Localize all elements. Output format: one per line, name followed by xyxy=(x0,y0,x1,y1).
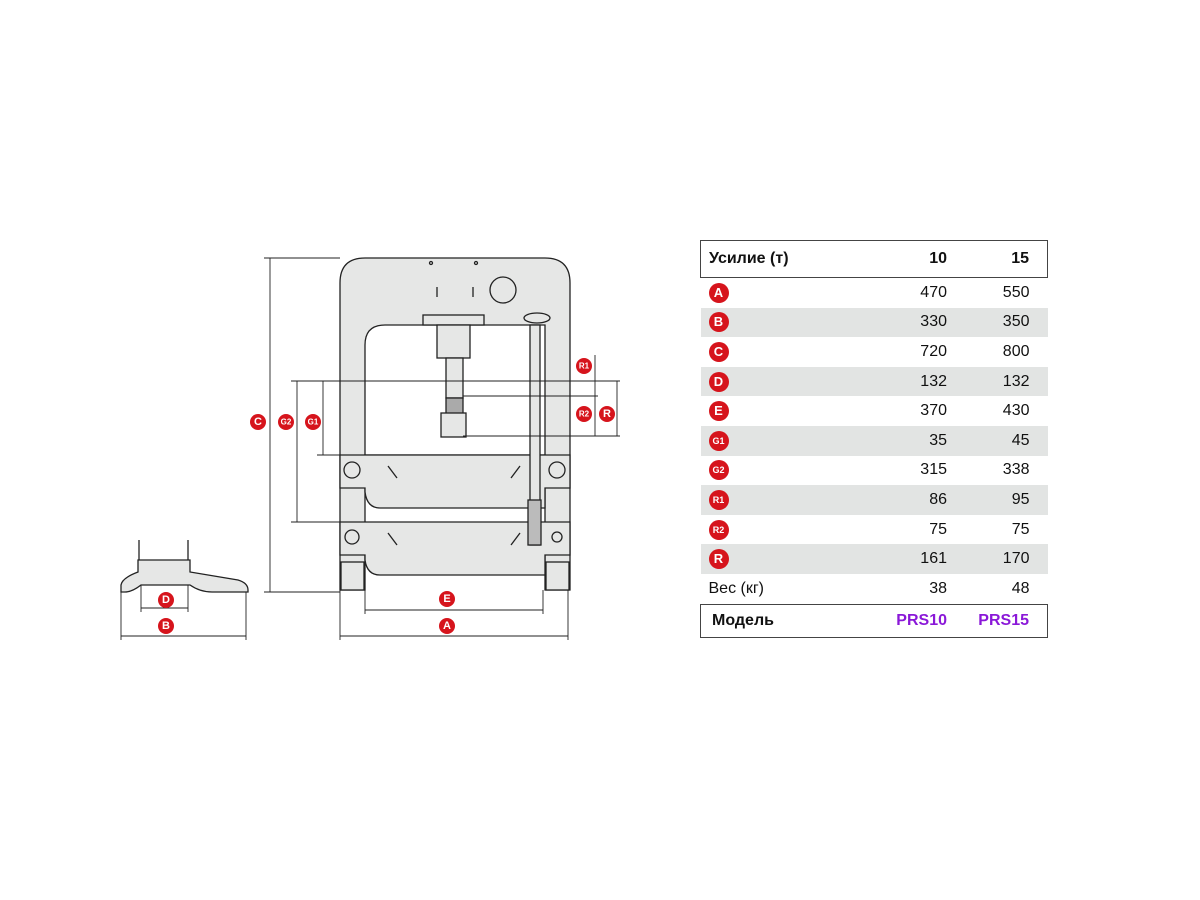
table-row: C 720 800 xyxy=(701,337,1048,367)
row-label: G2 xyxy=(701,456,858,486)
svg-text:G1: G1 xyxy=(308,418,319,427)
svg-text:E: E xyxy=(443,593,450,605)
row-label: B xyxy=(700,307,857,338)
svg-text:D: D xyxy=(162,594,170,606)
value-10t: 35 xyxy=(857,425,947,456)
value-15t: 170 xyxy=(947,544,1048,574)
press-side-view xyxy=(120,540,249,593)
col-header-10: 10 xyxy=(857,240,947,278)
pump-handle xyxy=(523,312,551,546)
value-10t: 370 xyxy=(920,402,947,420)
svg-text:A: A xyxy=(443,620,451,632)
svg-text:G2: G2 xyxy=(281,418,292,427)
dimension-badges: C G2 G1 R1 R2 R E A D B xyxy=(158,358,615,634)
weight-label: Вес (кг) xyxy=(708,579,765,597)
value-15t: 95 xyxy=(947,485,1048,515)
weight-value-1: 38 xyxy=(929,579,947,597)
table-row: R2 75 75 xyxy=(701,515,1048,545)
value-15t: 45 xyxy=(947,425,1048,456)
row-label: D xyxy=(700,366,857,397)
value-10t: 720 xyxy=(920,342,947,360)
value-15t: 350 xyxy=(947,307,1048,338)
row-label: A xyxy=(701,278,858,308)
row-label: R xyxy=(700,544,857,574)
badge-A: A xyxy=(439,618,455,634)
dimension-badge: B xyxy=(708,312,729,333)
badge-C: C xyxy=(250,414,266,430)
dimension-badge: A xyxy=(708,282,729,303)
dimension-badge: E xyxy=(708,401,729,422)
dimension-badge: G2 xyxy=(708,460,729,481)
table-row: E 370 430 xyxy=(701,396,1048,426)
lower-bed xyxy=(339,521,571,576)
value-15t: 338 xyxy=(1002,461,1030,479)
row-label: G1 xyxy=(700,425,857,456)
force-label: Усилие (т) xyxy=(700,240,857,278)
row-label: E xyxy=(701,396,858,426)
weight-value-2: 48 xyxy=(1011,579,1030,597)
value-15t: 800 xyxy=(1002,342,1030,360)
dimension-badge: R2 xyxy=(708,519,729,540)
value-10t: 86 xyxy=(857,485,947,515)
press-front-view xyxy=(339,257,571,591)
table-row: G2 315 338 xyxy=(701,456,1048,486)
dimension-badge: C xyxy=(708,341,729,362)
badge-R1: R1 xyxy=(576,358,592,374)
badge-G2: G2 xyxy=(278,414,294,430)
svg-text:R: R xyxy=(603,408,611,420)
row-label: C xyxy=(701,337,858,367)
value-10t: 75 xyxy=(929,520,947,538)
model-row: Модель PRS10 PRS15 xyxy=(700,603,1048,638)
hydraulic-cylinder xyxy=(422,314,485,438)
value-15t: 75 xyxy=(1011,520,1030,538)
col-header-15: 15 xyxy=(947,240,1048,278)
value-10t: 330 xyxy=(857,307,947,338)
model-value-1: PRS10 xyxy=(857,603,947,638)
badge-R2: R2 xyxy=(576,406,592,422)
badge-D: D xyxy=(158,592,174,608)
svg-text:B: B xyxy=(162,620,170,632)
table-header: Усилие (т) 10 15 xyxy=(700,240,1048,278)
dimension-badge: R1 xyxy=(708,489,729,510)
model-value-2: PRS15 xyxy=(947,603,1048,638)
dimension-lines xyxy=(120,257,620,640)
dimension-badge: D xyxy=(708,371,729,392)
value-10t: 315 xyxy=(920,461,947,479)
dimension-badge: G1 xyxy=(708,430,729,451)
row-label: R2 xyxy=(701,515,858,545)
svg-text:C: C xyxy=(254,416,262,428)
value-10t: 470 xyxy=(920,283,947,301)
value-10t: 132 xyxy=(857,366,947,397)
badge-E: E xyxy=(439,591,455,607)
model-label: Модель xyxy=(700,603,857,638)
value-15t: 430 xyxy=(1002,402,1030,420)
upper-bed xyxy=(339,454,571,509)
badge-B: B xyxy=(158,618,174,634)
svg-text:R2: R2 xyxy=(579,410,590,419)
value-15t: 132 xyxy=(947,366,1048,397)
dimension-badge: R xyxy=(708,549,729,570)
row-label: R1 xyxy=(700,485,857,515)
table-row: A 470 550 xyxy=(701,278,1048,308)
badge-R: R xyxy=(599,406,615,422)
svg-text:R1: R1 xyxy=(579,362,590,371)
badge-G1: G1 xyxy=(305,414,321,430)
value-10t: 161 xyxy=(857,544,947,574)
value-15t: 550 xyxy=(1002,283,1030,301)
weight-row: Вес (кг) 38 48 xyxy=(701,574,1048,604)
